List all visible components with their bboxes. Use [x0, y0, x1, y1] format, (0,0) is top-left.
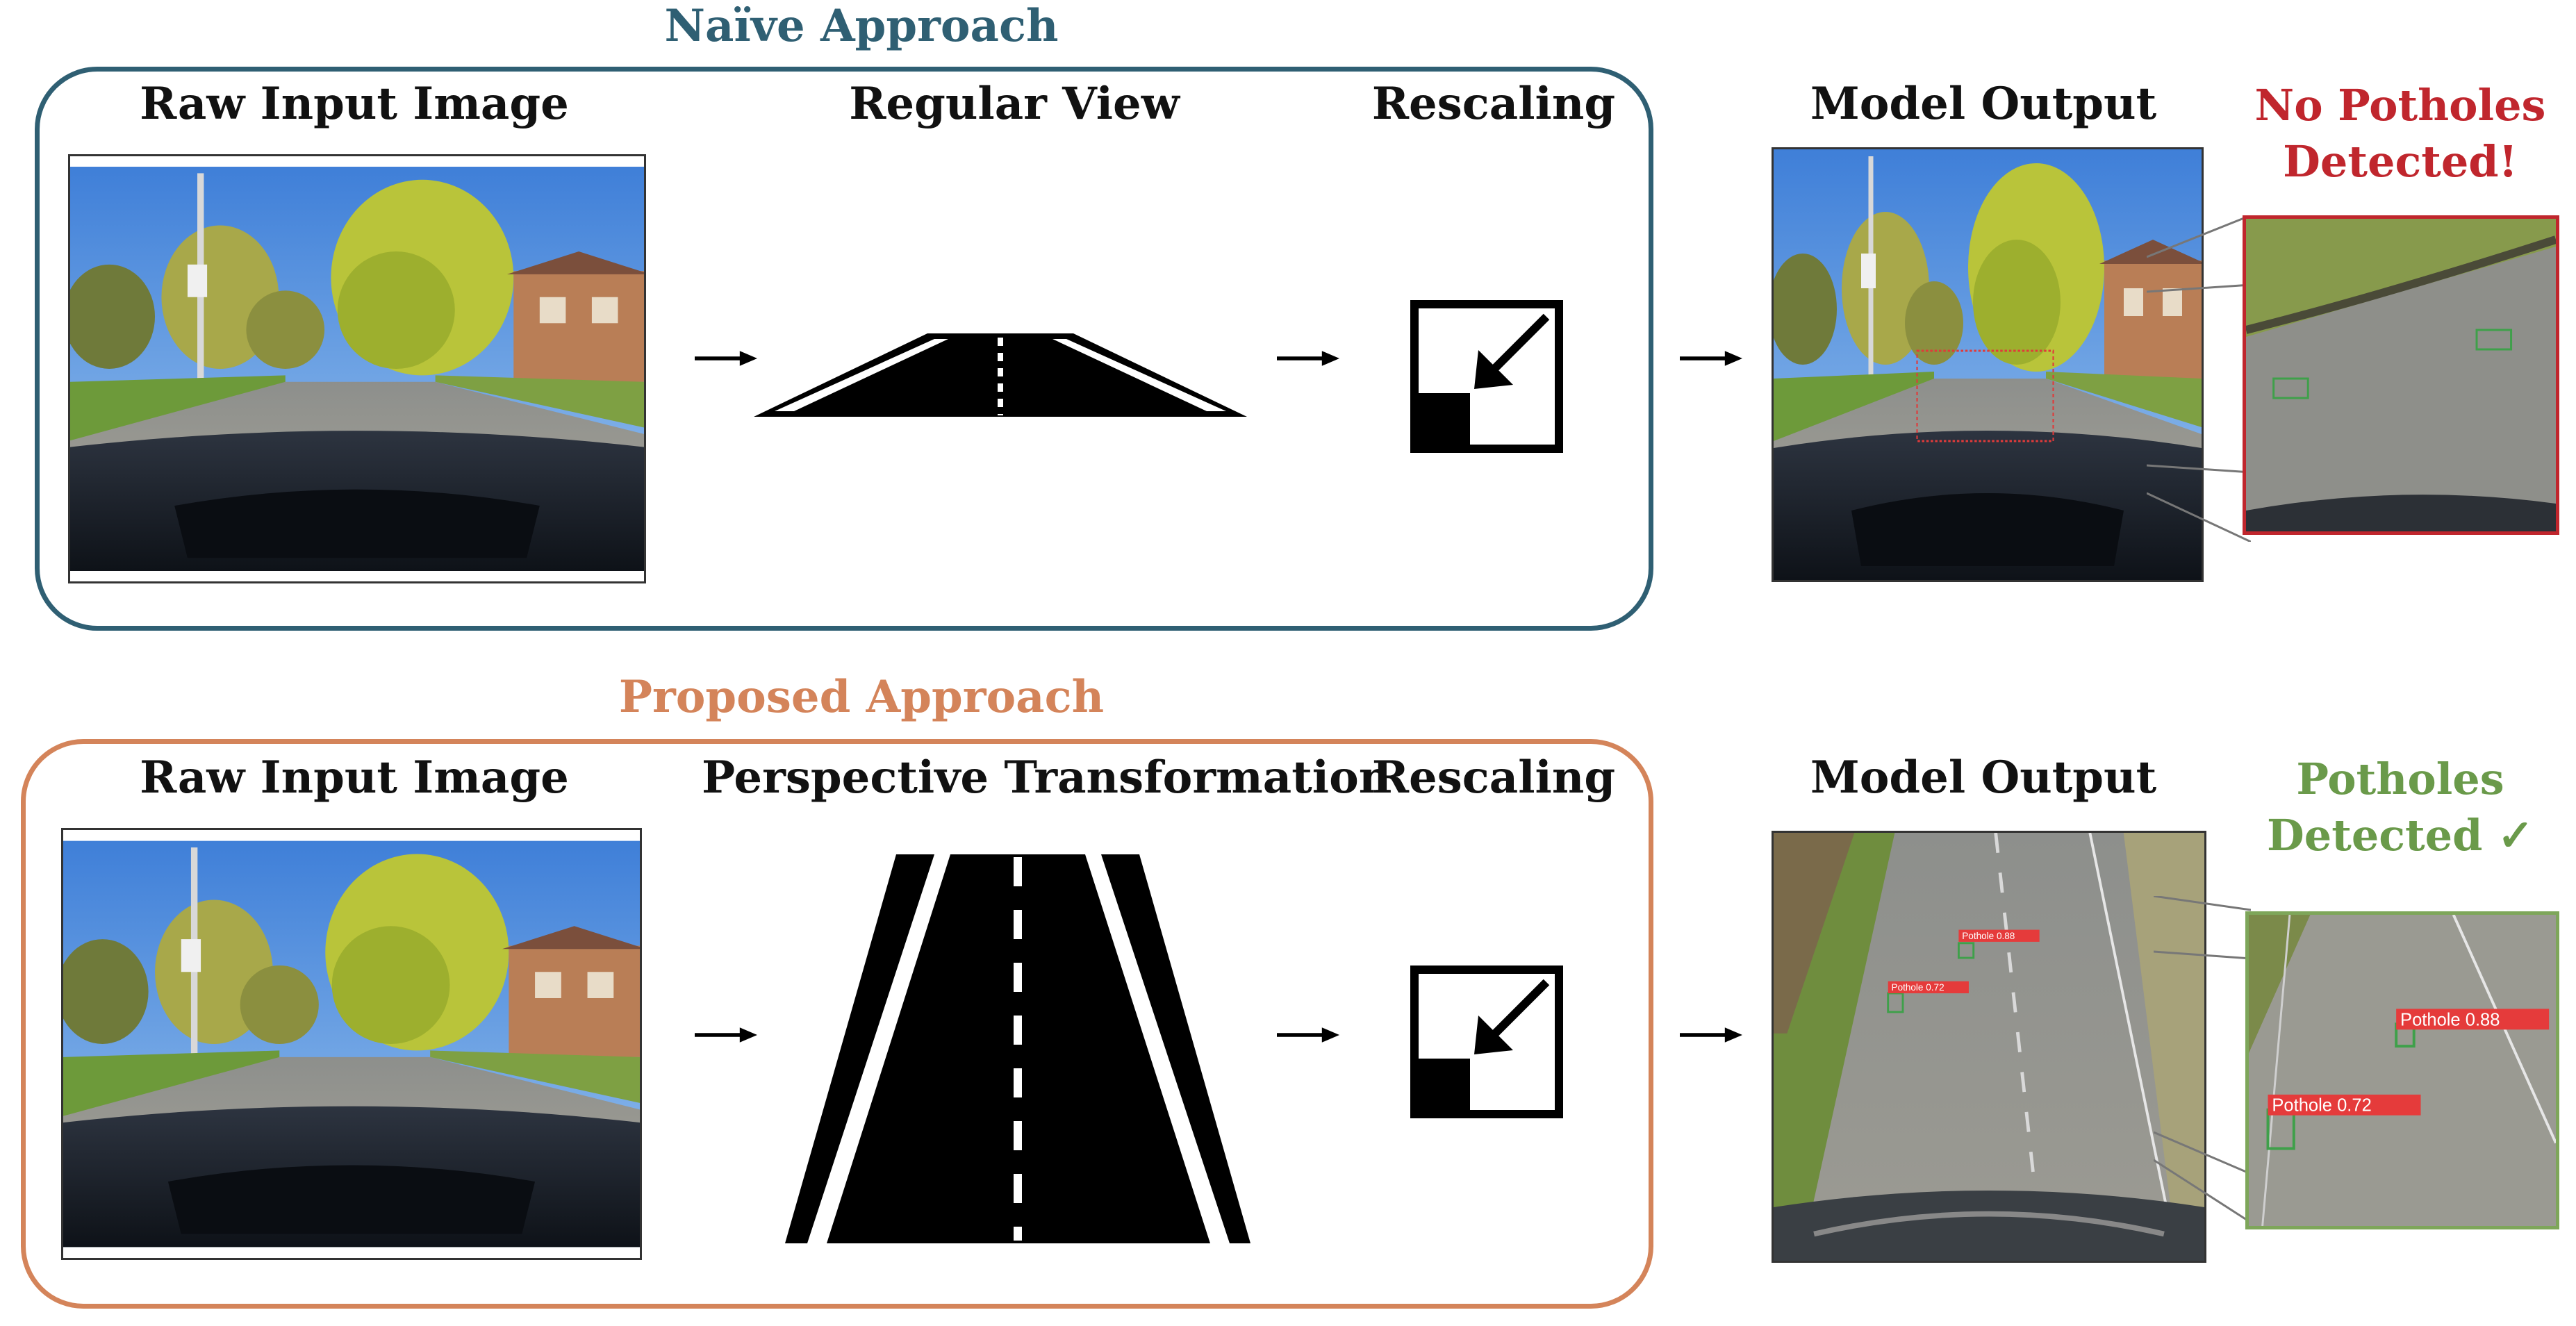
right-arrow-icon — [1680, 1022, 1742, 1047]
naive-model-output-label: Model Output — [1810, 78, 2157, 130]
proposed-rescaling-label: Rescaling — [1371, 752, 1616, 804]
proposed-raw-input-image — [61, 828, 642, 1260]
right-arrow-icon — [1680, 346, 1742, 371]
proposed-raw-input-label: Raw Input Image — [140, 752, 569, 804]
result-line-1: Potholes — [2296, 754, 2504, 804]
naive-model-output-image — [1772, 147, 2204, 582]
road-icon — [785, 854, 1250, 1243]
proposed-perspective-label: Perspective Transformation — [702, 752, 1392, 804]
result-line-2: Detected! — [2283, 135, 2518, 187]
no-potholes-detected-label: No Potholes Detected! — [2237, 78, 2563, 190]
proposed-zoom-crop-image: Pothole 0.88 Pothole 0.72 — [2245, 911, 2559, 1229]
detection-label-small-1: Pothole 0.88 — [1962, 931, 2015, 941]
rescale-icon — [1410, 300, 1563, 453]
naive-approach-box — [35, 67, 1653, 631]
naive-rescaling-label: Rescaling — [1371, 78, 1616, 130]
zoom-connector — [2147, 215, 2251, 542]
proposed-model-output-image: Pothole 0.88 Pothole 0.72 — [1772, 831, 2206, 1263]
naive-zoom-crop-image — [2243, 215, 2559, 535]
naive-regular-view-label: Regular View — [849, 78, 1180, 130]
detection-label-1: Pothole 0.88 — [2400, 1010, 2500, 1029]
zoom-connector — [2154, 896, 2251, 1223]
naive-raw-input-label: Raw Input Image — [140, 78, 569, 130]
result-line-1: No Potholes — [2254, 80, 2546, 131]
rescale-icon — [1410, 966, 1563, 1118]
road-icon — [754, 333, 1247, 417]
proposed-approach-box — [21, 739, 1653, 1309]
detection-label-2: Pothole 0.72 — [2272, 1096, 2371, 1116]
right-arrow-icon — [695, 346, 757, 371]
result-line-2: Detected ✓ — [2266, 809, 2534, 861]
proposed-approach-title: Proposed Approach — [618, 671, 1105, 723]
right-arrow-icon — [695, 1022, 757, 1047]
detection-label-small-2: Pothole 0.72 — [1892, 982, 1945, 993]
right-arrow-icon — [1277, 346, 1339, 371]
naive-raw-input-image — [68, 154, 646, 583]
naive-approach-title: Naïve Approach — [664, 0, 1059, 52]
right-arrow-icon — [1277, 1022, 1339, 1047]
proposed-model-output-label: Model Output — [1810, 752, 2157, 804]
potholes-detected-label: Potholes Detected ✓ — [2237, 752, 2563, 863]
